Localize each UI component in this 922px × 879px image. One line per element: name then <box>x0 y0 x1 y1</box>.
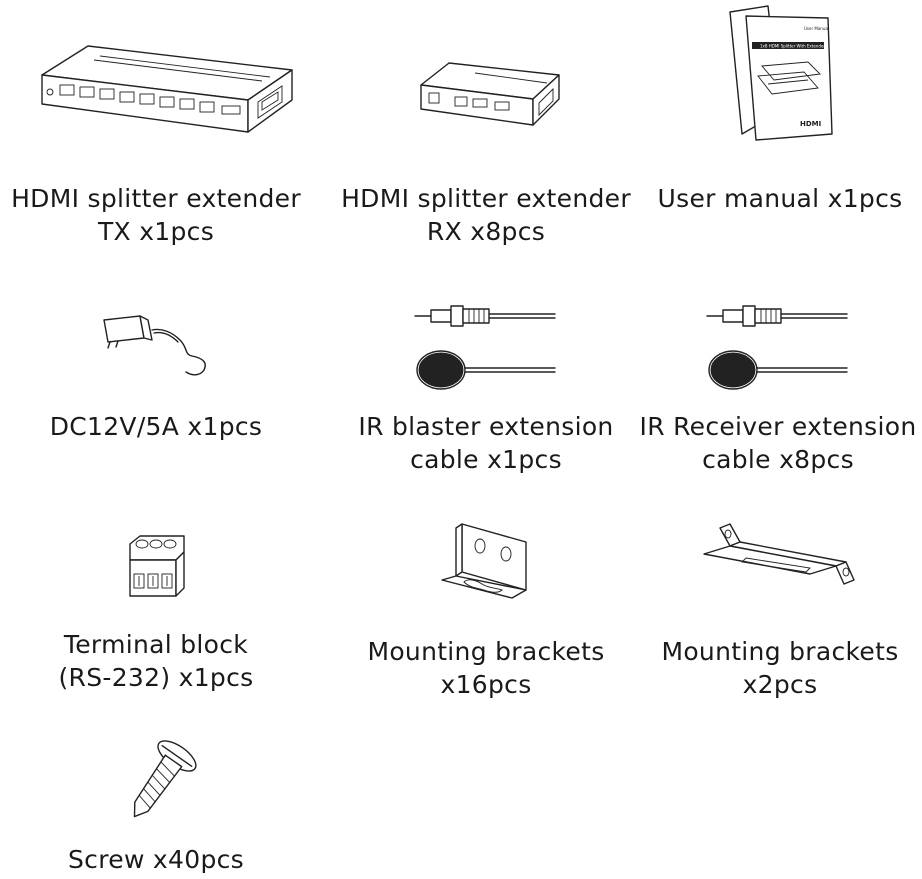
ir-blaster-cable-icon <box>413 300 563 396</box>
item-label-bracket-small: Mounting brackets x16pcs <box>326 635 646 701</box>
screw-icon <box>118 738 198 832</box>
item-line2: x2pcs <box>742 670 818 699</box>
item-label-terminal: Terminal block (RS-232) x1pcs <box>0 628 316 694</box>
manual-logo: HDMI <box>800 120 821 128</box>
item-label-tx: HDMI splitter extender TX x1pcs <box>0 182 316 248</box>
item-line1: DC12V/5A x1pcs <box>49 412 263 441</box>
item-label-ir-receiver: IR Receiver extension cable x8pcs <box>618 410 922 476</box>
item-line1: HDMI splitter extender <box>11 184 301 213</box>
item-line2: x16pcs <box>440 670 532 699</box>
ir-receiver-cable-icon <box>705 300 855 396</box>
item-line1: HDMI splitter extender <box>341 184 631 213</box>
hdmi-splitter-tx-icon <box>30 40 300 144</box>
item-line1: Mounting brackets <box>661 637 899 666</box>
manual-header: User Manual <box>804 26 829 31</box>
terminal-block-icon <box>126 530 190 604</box>
item-line2: (RS-232) x1pcs <box>58 663 254 692</box>
user-manual-icon: User Manual 1x8 HDMI Splitter With Exten… <box>728 4 838 148</box>
item-line2: cable x1pcs <box>410 445 562 474</box>
item-line2: TX x1pcs <box>97 217 215 246</box>
hdmi-extender-rx-icon <box>415 55 565 134</box>
item-label-rx: HDMI splitter extender RX x8pcs <box>326 182 646 248</box>
item-line1: Mounting brackets <box>367 637 605 666</box>
item-label-manual: User manual x1pcs <box>620 182 922 215</box>
item-label-bracket-long: Mounting brackets x2pcs <box>620 635 922 701</box>
item-label-ir-blaster: IR blaster extension cable x1pcs <box>326 410 646 476</box>
item-line2: RX x8pcs <box>426 217 546 246</box>
item-line1: User manual x1pcs <box>657 184 903 213</box>
item-line1: IR blaster extension <box>358 412 614 441</box>
item-label-adapter: DC12V/5A x1pcs <box>0 410 316 443</box>
item-line2: cable x8pcs <box>702 445 854 474</box>
item-line1: IR Receiver extension <box>639 412 917 441</box>
item-line1: Screw x40pcs <box>68 845 244 874</box>
item-label-screw: Screw x40pcs <box>0 843 316 876</box>
long-bracket-icon <box>700 520 860 604</box>
manual-title: 1x8 HDMI Splitter With Extender <box>760 44 825 49</box>
power-adapter-icon <box>96 310 226 384</box>
small-bracket-icon <box>438 518 538 612</box>
item-line1: Terminal block <box>63 630 249 659</box>
